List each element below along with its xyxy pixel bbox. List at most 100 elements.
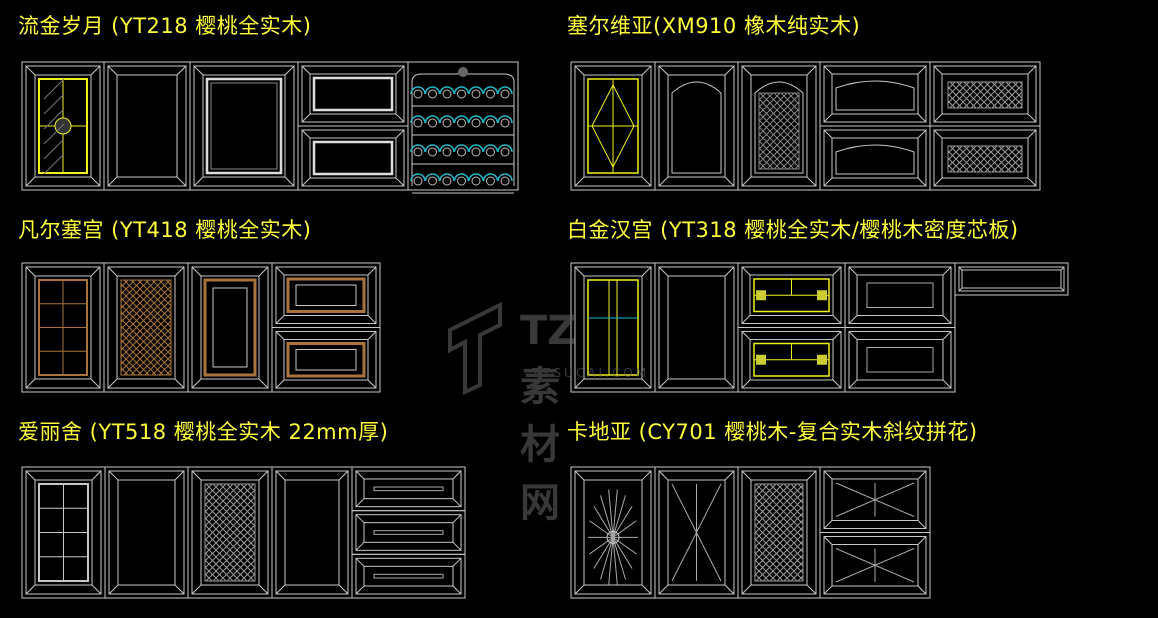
lattice-line <box>205 496 255 548</box>
bevel <box>338 470 349 481</box>
bevel <box>832 379 842 389</box>
bevel <box>942 266 952 276</box>
rack-knob <box>458 67 468 77</box>
lattice-line <box>233 484 255 506</box>
lattice-line <box>872 93 948 169</box>
lattice-line <box>991 146 1019 172</box>
lattice-line <box>830 93 906 169</box>
door-frame-inner <box>301 65 405 123</box>
bevel <box>658 65 669 76</box>
panel-edge <box>309 137 397 179</box>
door-glass-split <box>737 262 846 393</box>
bevel <box>176 176 187 187</box>
door-frame-inner <box>741 65 817 187</box>
watermark-logo-icon <box>448 301 502 396</box>
door-frame <box>271 466 353 599</box>
lattice-line <box>755 526 803 576</box>
lattice-line <box>872 93 948 169</box>
lattice-line <box>205 552 234 581</box>
lattice-line <box>219 545 255 581</box>
bevel <box>284 176 295 187</box>
lattice-line <box>123 327 171 375</box>
arch-panel <box>671 81 722 174</box>
lattice-line <box>205 484 227 506</box>
lattice-line <box>759 147 781 169</box>
door-plain <box>654 262 739 393</box>
lattice-line <box>948 164 956 172</box>
lattice-line <box>205 517 255 569</box>
bottle-end <box>413 89 423 99</box>
series-title-serbia: 塞尔维亚(XM910 橡木纯实木) <box>567 14 861 38</box>
bevel <box>275 584 286 595</box>
door-frame-inner <box>658 65 735 187</box>
lattice-line <box>823 93 899 169</box>
lattice-line <box>144 280 171 307</box>
bottle-end <box>442 118 452 128</box>
bevel <box>452 514 462 524</box>
series-title-versailles: 凡尔塞宫 (YT418 樱桃全实木) <box>18 218 312 242</box>
series-title-liujin: 流金岁月 (YT218 樱桃全实木) <box>18 14 312 38</box>
lattice-line <box>1034 146 1060 172</box>
bottle-arc <box>453 115 470 124</box>
lattice <box>948 82 1060 108</box>
bevel <box>275 266 285 276</box>
bevel <box>258 266 269 277</box>
lattice <box>755 484 803 581</box>
panel-edge <box>34 479 93 586</box>
bevel <box>823 177 833 187</box>
lattice-line <box>1005 91 1022 108</box>
bottle-end <box>486 176 495 186</box>
door-frame-inner <box>355 470 462 508</box>
lattice-line <box>205 484 220 499</box>
bevel <box>658 176 669 187</box>
bevel <box>823 113 833 123</box>
bottle-arc <box>497 115 513 124</box>
lattice-line <box>755 545 791 581</box>
bevel <box>25 266 36 277</box>
bottle-end <box>500 176 510 186</box>
bevel <box>658 378 669 389</box>
bevel <box>1027 113 1037 123</box>
door-frame-inner <box>574 470 652 595</box>
lattice-line <box>783 484 803 504</box>
bottle-end <box>428 147 437 157</box>
lattice-line <box>1005 155 1022 172</box>
series-title-buckingham: 白金汉宫 (YT318 樱桃全实木/樱桃木密度芯板) <box>567 218 1019 242</box>
trim <box>203 278 257 377</box>
panel <box>373 486 444 492</box>
panel-edge <box>34 74 92 178</box>
panel-edge <box>202 74 286 178</box>
bottle-arc <box>410 144 426 153</box>
sunburst-ray <box>608 537 614 586</box>
door-frame-inner <box>25 65 101 187</box>
lattice-line <box>755 512 803 562</box>
lattice-line <box>755 484 798 527</box>
lattice-line <box>247 484 255 492</box>
lattice-line <box>1034 82 1060 108</box>
door-frame <box>844 327 956 393</box>
bevel <box>108 470 119 481</box>
panel-edge <box>856 274 944 316</box>
door-frame-inner <box>823 470 927 529</box>
bottle-end <box>500 89 510 99</box>
lattice-border <box>758 92 800 170</box>
bevel <box>275 379 285 389</box>
panel-edge <box>750 74 808 178</box>
door-frame-inner <box>275 266 377 324</box>
door-frame-inner <box>823 65 927 123</box>
bevel <box>25 176 36 187</box>
bevel <box>917 113 927 123</box>
lattice-line <box>262 484 359 581</box>
bevel <box>193 176 204 187</box>
lattice-line <box>1034 82 1060 108</box>
bottle-end <box>457 147 466 157</box>
bevel <box>367 331 377 340</box>
door-beaded-split <box>297 61 409 191</box>
lattice-line <box>755 491 803 541</box>
bevel <box>395 129 405 139</box>
bevel <box>395 113 405 123</box>
glass-ornament <box>756 354 766 365</box>
bottle-end <box>457 89 466 99</box>
door-trim <box>187 262 273 393</box>
bevel <box>1027 65 1037 75</box>
